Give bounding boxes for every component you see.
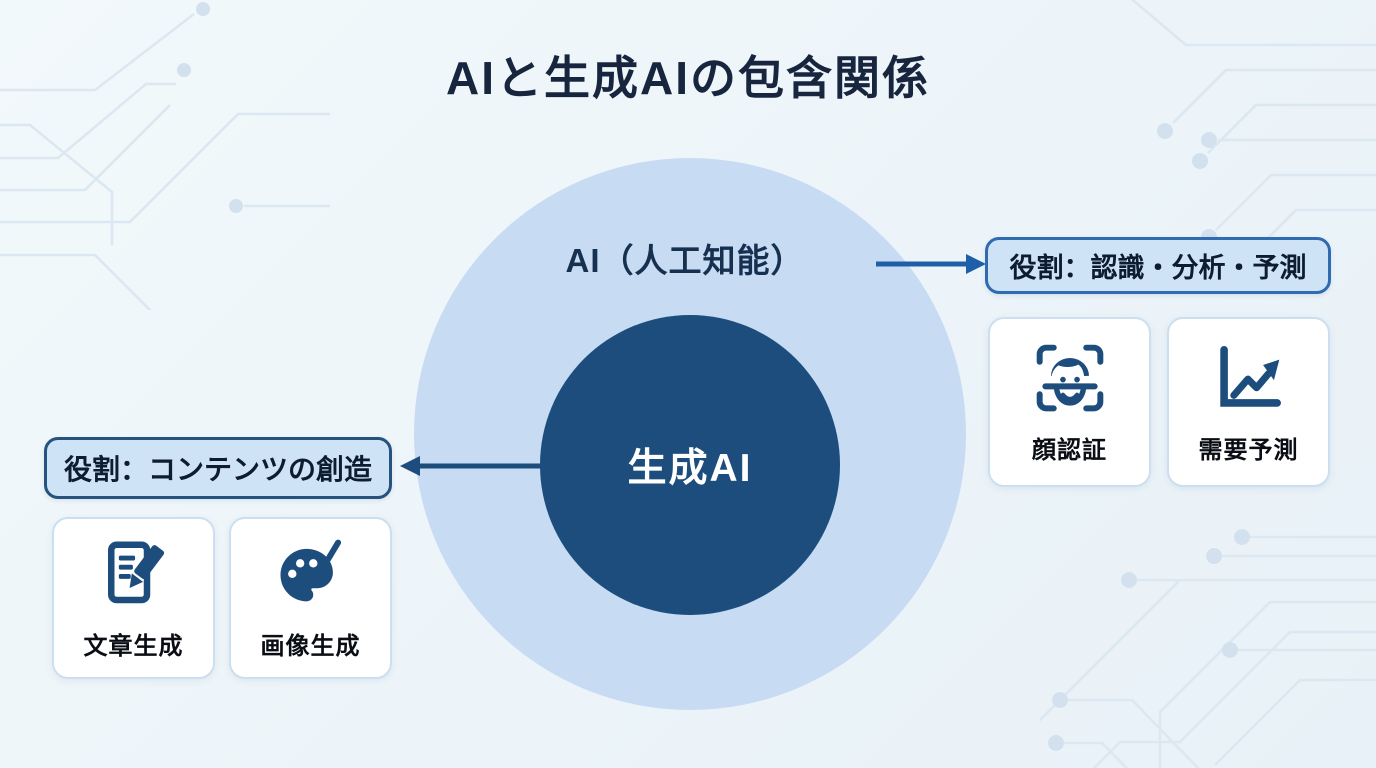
document-pencil-icon (107, 541, 164, 604)
card-label: 顔認証 (1032, 437, 1107, 464)
arrow-to-genai-role (400, 456, 542, 476)
generative-ai-circle: 生成AI (540, 315, 840, 615)
trend-chart-icon (1219, 346, 1281, 407)
palette-brush-icon (279, 539, 341, 602)
card-label: 画像生成 (260, 633, 361, 660)
page-title: AIと生成AIの包含関係 (446, 52, 930, 104)
ai-role-box: 役割：認識・分析・予測 (985, 237, 1331, 294)
arrow-to-ai-role (876, 254, 986, 274)
genai-role-box: 役割：コンテンツの創造 (44, 437, 392, 499)
card-label: 文章生成 (83, 633, 184, 660)
circuit-pattern-bottom-right (1040, 529, 1376, 768)
face-recognition-icon (1036, 344, 1103, 412)
card-label: 需要予測 (1198, 437, 1299, 464)
ai-circle-label: AI（人工知能） (565, 242, 805, 279)
card-face-recognition: 顔認証 (988, 317, 1151, 487)
generative-ai-label: 生成AI (627, 447, 753, 490)
card-image-generation: 画像生成 (229, 517, 392, 679)
circuit-pattern-top-right (1130, 0, 1376, 265)
card-text-generation: 文章生成 (52, 517, 215, 679)
card-demand-forecast: 需要予測 (1167, 317, 1330, 487)
